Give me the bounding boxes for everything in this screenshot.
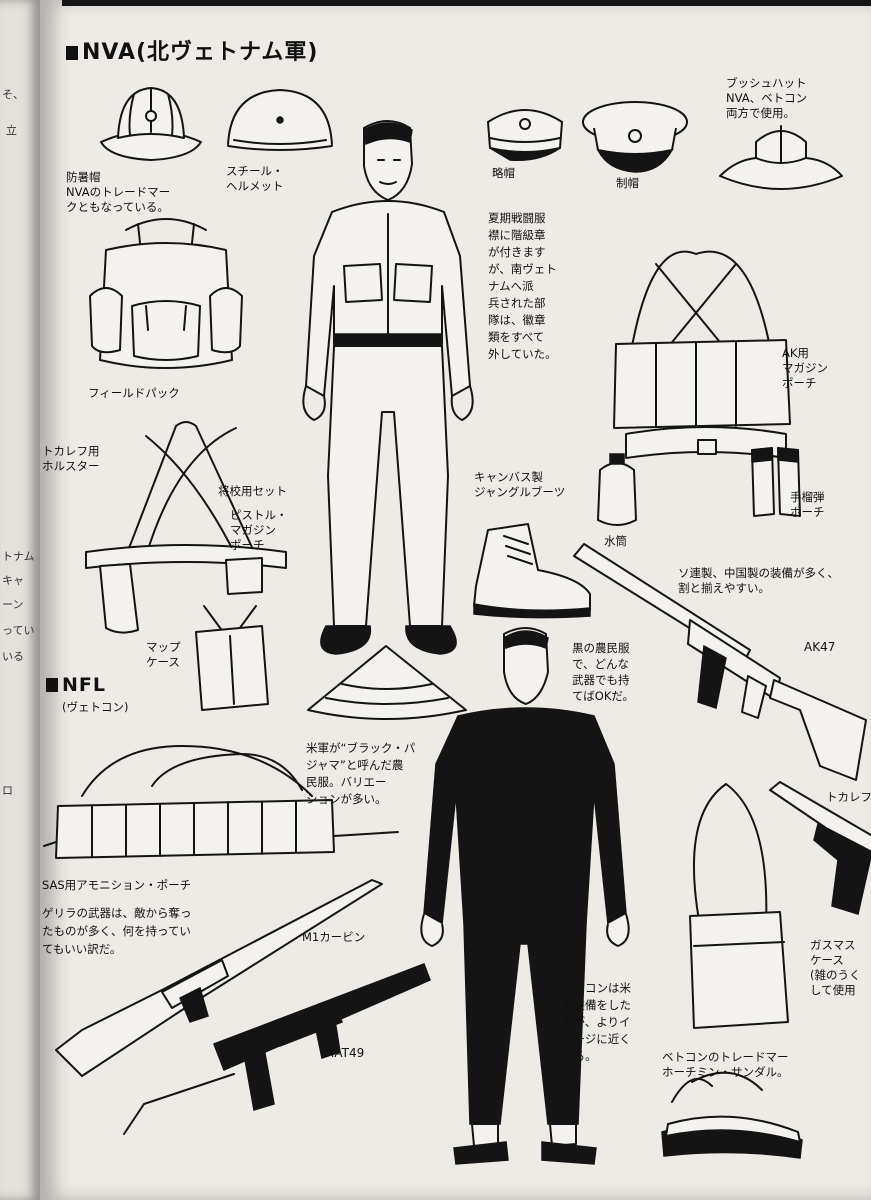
black-pajama-note: 米軍が“ブラック・パ ジャマ”と呼んだ農 民服。バリエー ションが多い。 [306,741,416,806]
jungle-boots-label: キャンバス製 ジャングルブーツ [474,470,566,499]
sas-pouch-label: SAS用アモニション・ポーチ [42,878,192,892]
bush-hat-icon [719,125,843,190]
grenade-pouch-label: 手榴弾 ポーチ [790,490,825,519]
ak47-rifle-icon [573,543,867,781]
prev-page-text: そ、 [2,88,24,101]
steel-helmet-label: スチール・ ヘルメット [226,164,284,193]
gasmask-case-label: ガスマス ケース (雑のうく して使用 [810,938,861,997]
officer-belt-set-icon [85,421,287,634]
jungle-boot-icon [473,523,591,619]
service-cap-label: 制帽 [616,176,639,190]
pith-helmet-label: 防暑帽 NVAのトレードマー クともなっている。 [66,170,171,214]
prev-page-text: キャ [2,574,24,587]
mat49-smg-icon [123,963,431,1135]
gasmask-case-icon [689,783,789,1029]
field-cap-icon [487,109,563,161]
pith-helmet-icon [100,87,202,161]
pistol-pouch-label: ピストル・ マガジン ポーチ [230,508,288,552]
prev-page-text: ロ [2,784,13,797]
vc-guerrilla-figure [420,627,630,1165]
ak-pouch-label: AK用 マガジン ポーチ [782,346,828,390]
nfl-subtitle: (ヴェトコン) [62,700,129,714]
field-cap-label: 略帽 [492,166,515,180]
guerrilla-weapons-note: ゲリラの武器は、敵から奪っ たものが多く、何を持ってい てもいい訳だ。 [42,906,192,956]
vc-us-gear-note: ベトコンは米 軍装備をした 方が、よりイ メージに近く なる。 [562,981,631,1063]
ak47-label: AK47 [804,640,836,654]
nfl-section-title: NFL [46,674,106,696]
m1-carbine-icon [55,879,383,1077]
grenade-pouch-icon [751,447,801,517]
summer-uniform-label: 夏期戦闘服 襟に階級章 が付きます が、南ヴェト ナムへ派 兵された部 隊は、徽… [488,211,557,361]
m1-carbine-label: M1カービン [302,930,366,944]
map-case-icon [195,605,269,711]
canteen-label: 水筒 [604,534,627,548]
prev-page-text: ーン [2,598,24,611]
service-cap-icon [582,101,688,173]
field-pack-label: フィールドパック [88,386,180,400]
sas-ammo-pouch-icon [43,745,399,859]
soviet-equipment-note: ソ連製、中国製の装備が多く、 割と揃えやすい。 [678,566,839,595]
black-farmer-clothes-note: 黒の農民服 で、どんな 武器でも持 てばOKだ。 [572,641,635,703]
nva-section-title: NVA(北ヴェトナム軍) [66,34,318,66]
prev-page-text: トナム [2,550,35,563]
prev-page-text: ってい [2,624,35,637]
field-pack-icon [89,218,243,369]
nva-soldier-figure [302,120,474,655]
ho-chi-minh-sandal-icon [661,1071,803,1159]
top-rule [62,0,871,6]
bush-hat-label: ブッシュハット NVA、ベトコン 両方で使用。 [726,76,808,120]
prev-page-text: 立 [6,124,17,137]
officer-set-label: 将校用セット [218,484,287,498]
mat49-label: MAT49 [324,1046,365,1060]
tokarev-label: トカレフ [826,790,871,804]
previous-page-edge: そ、 立 トナム キャ ーン ってい いる ロ [0,0,40,1200]
ho-chi-minh-sandal-label: ベトコンのトレードマー ホーチミン・サンダル。 [662,1050,789,1079]
canteen-icon [597,453,637,526]
tokarev-pistol-icon [769,781,871,915]
tokarev-holster-label: トカレフ用 ホルスター [42,444,100,473]
catalog-page: NVA(北ヴェトナム軍) NFL (ヴェトコン) [40,0,871,1200]
prev-page-text: いる [2,650,24,663]
conical-hat-icon [307,645,467,720]
steel-helmet-icon [227,89,333,151]
map-case-label: マップ ケース [146,640,181,669]
